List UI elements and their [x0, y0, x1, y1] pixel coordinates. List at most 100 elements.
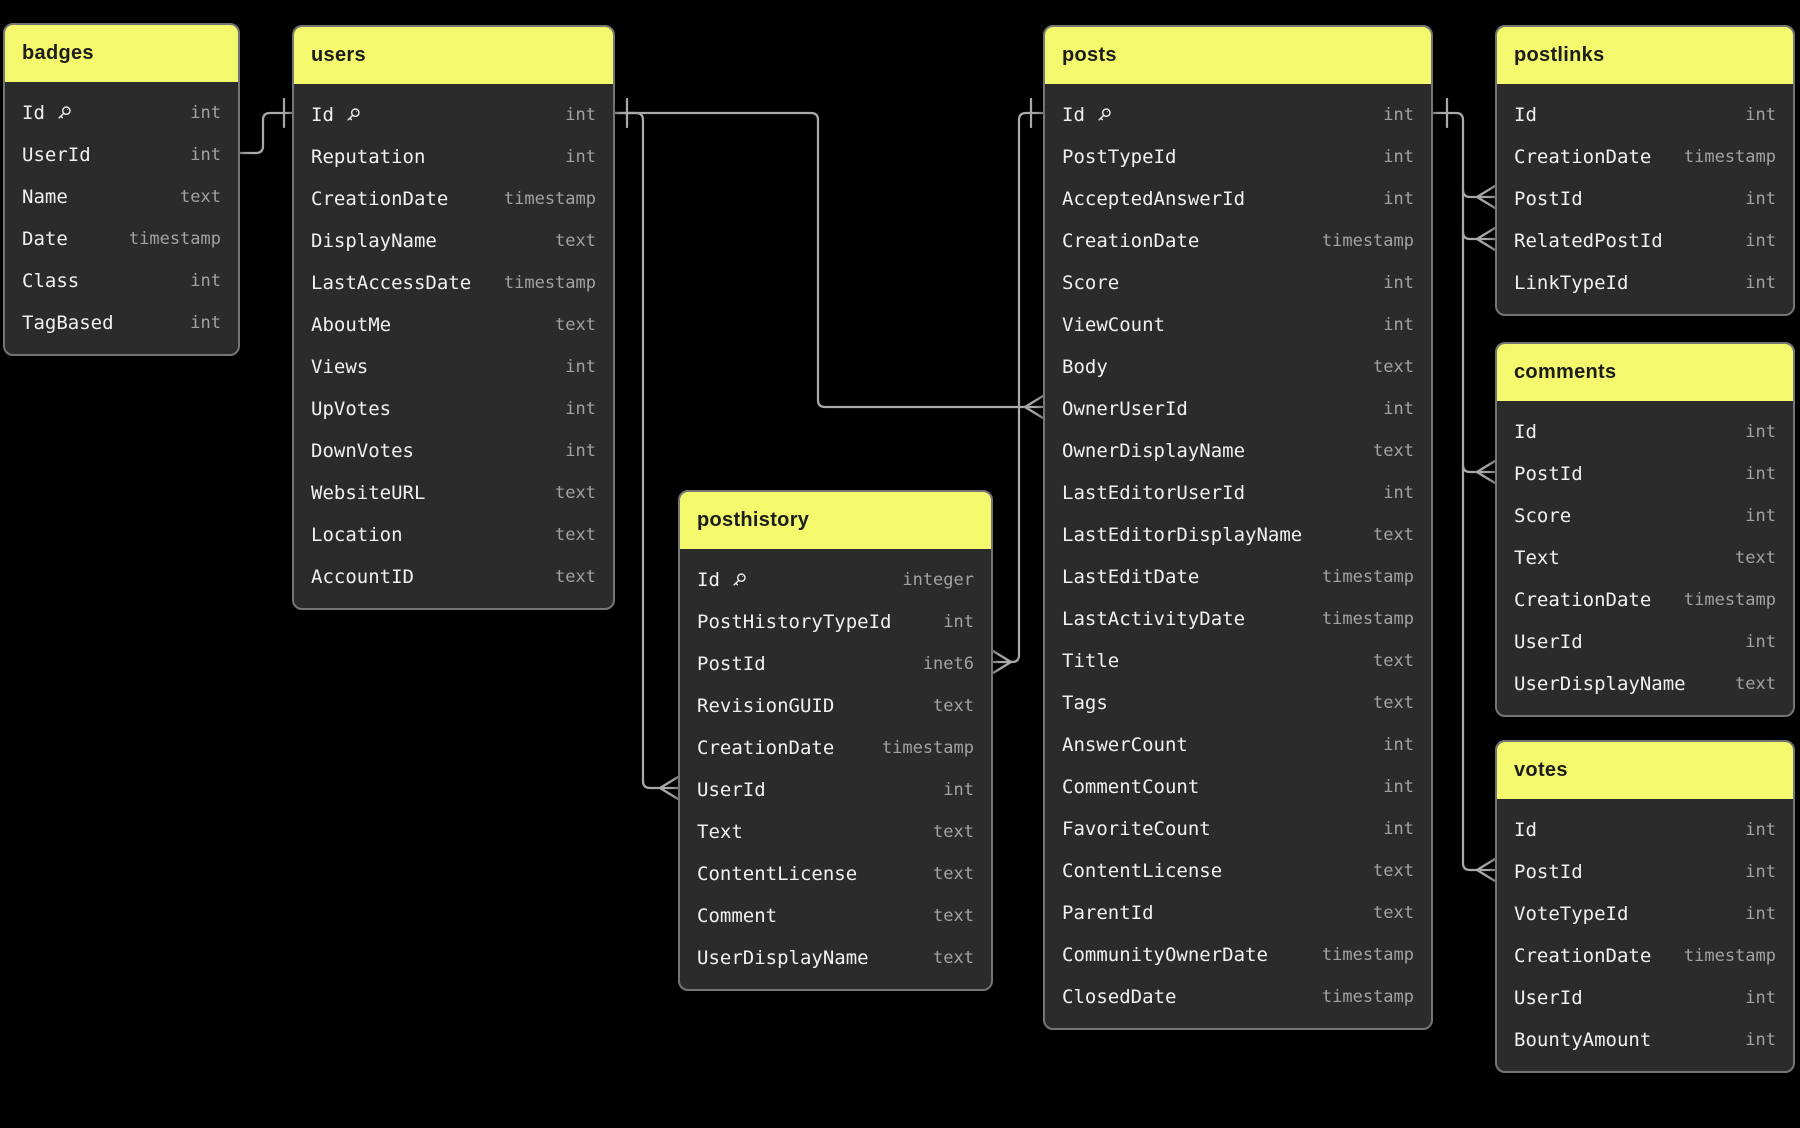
relationship-users-id-to-posts-owneruserid[interactable]: [613, 111, 1045, 420]
relationship-posts-id-to-posthistory-postid[interactable]: [991, 97, 1045, 675]
relationship-line[interactable]: [1461, 463, 1479, 474]
field-name-wrap: DownVotes: [311, 440, 414, 462]
relationship-posts-id-to-comments-postid[interactable]: [1461, 459, 1497, 485]
table-header-postlinks[interactable]: postlinks: [1497, 27, 1793, 84]
table-header-votes[interactable]: votes: [1497, 742, 1793, 799]
table-header-badges[interactable]: badges: [5, 25, 238, 82]
table-header-posthistory[interactable]: posthistory: [680, 492, 991, 549]
relationship-users-id-to-posthistory-userid[interactable]: [613, 97, 680, 801]
relationship-line[interactable]: [238, 111, 294, 155]
relationship-line[interactable]: [1431, 111, 1479, 872]
relationship-line[interactable]: [1461, 188, 1479, 199]
relationship-line[interactable]: [613, 111, 1027, 409]
table-header-comments[interactable]: comments: [1497, 344, 1793, 401]
relationship-posts-id-to-postlinks-postid[interactable]: [1461, 184, 1497, 210]
relationship-line[interactable]: [613, 111, 662, 790]
relationship-badges-userid-to-users-id[interactable]: [238, 97, 294, 155]
relationship-posts-id-to-postlinks-relatedpostid[interactable]: [1461, 226, 1497, 252]
relationship-line[interactable]: [1461, 230, 1479, 241]
table-header-posts[interactable]: posts: [1045, 27, 1431, 84]
relationship-line[interactable]: [1009, 111, 1045, 664]
relationship-posts-id-to-votes-postid[interactable]: [1431, 97, 1497, 883]
table-header-users[interactable]: users: [294, 27, 613, 84]
